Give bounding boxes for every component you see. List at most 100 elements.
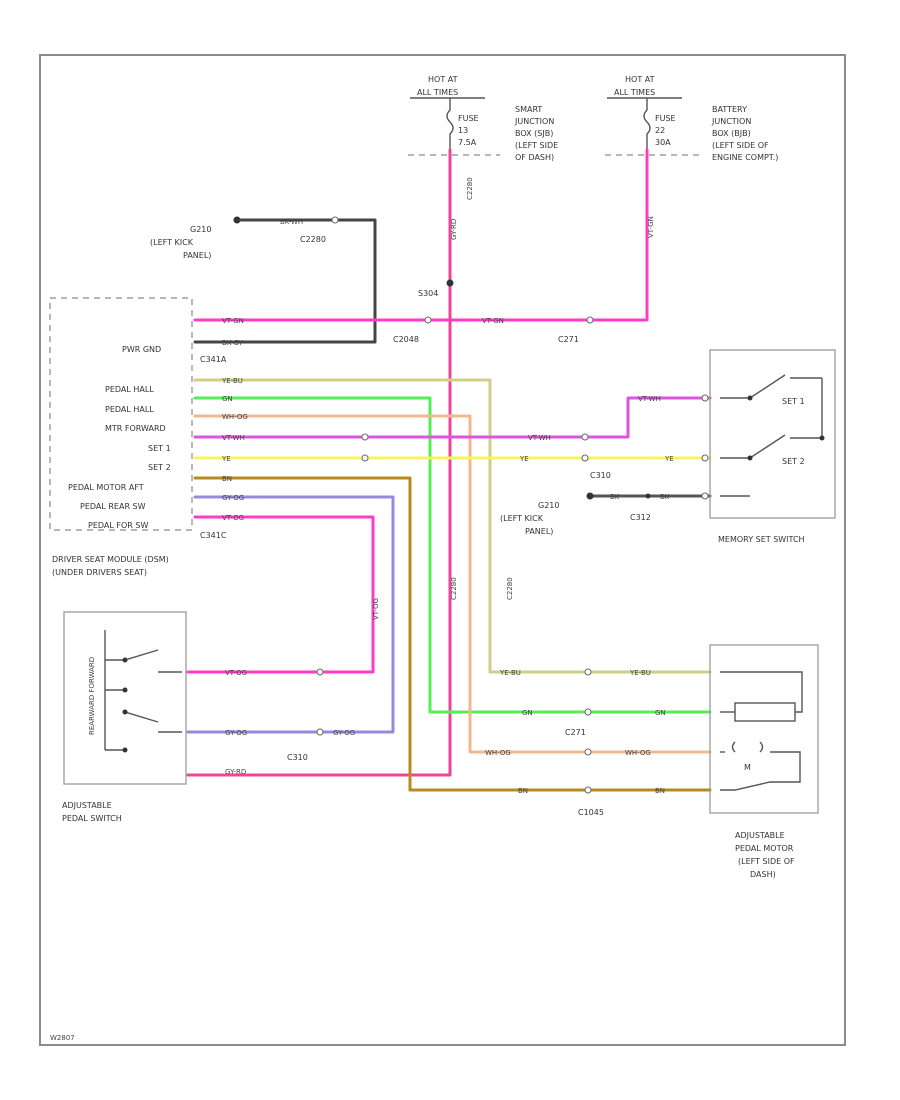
connector-c2280-lower: C2280 (506, 577, 514, 600)
module-pwr-gnd: PWR GND (122, 345, 161, 354)
ground-top-desc-1: (LEFT KICK (150, 238, 194, 247)
fuse-block-sjb: HOT AT ALL TIMES FUSE 13 7.5A SMART JUNC… (408, 75, 558, 162)
fuse-right-desc-2: JUNCTION (711, 117, 751, 126)
wire-label-ye-bu: YE-BU (221, 377, 243, 385)
ground-mid-desc-1: (LEFT KICK (500, 514, 544, 523)
connector-c1045: C1045 (578, 808, 604, 817)
fuse-left-label: FUSE (458, 114, 479, 123)
wire-label-c2280-v: C2280 (466, 177, 474, 200)
wire-label-gy-rd-v: GY-RD (450, 219, 458, 240)
wire-label-vt-wh-mid: VT-WH (528, 434, 551, 442)
module-name-1: DRIVER SEAT MODULE (DSM) (52, 555, 169, 564)
memory-set-switch: SET 1 SET 2 MEMORY SET SWITCH (709, 349, 836, 544)
fuse-right-desc-5: ENGINE COMPT.) (712, 153, 778, 162)
connector-c2048: C2048 (393, 335, 419, 344)
wire-brown (193, 476, 712, 792)
wire-label-wh-og: WH-OG (222, 413, 248, 421)
fuse-left-hot2: ALL TIMES (417, 88, 458, 97)
ground-top-id: G210 (190, 225, 211, 234)
fuse-left-desc-3: BOX (SJB) (515, 129, 553, 138)
wire-label-vt-og-v: VT-OG (372, 598, 380, 620)
pedal-motor-name-4: DASH) (750, 870, 776, 879)
wire-label-gn-low2: GN (655, 709, 666, 717)
wire-label-bn-low: BN (518, 787, 528, 795)
wire-label-vt-gn-v: VT-GN (647, 216, 655, 238)
connector-c341a: C341A (200, 355, 227, 364)
wire-label-ye: YE (221, 455, 231, 463)
wire-label-bk: BK (610, 493, 620, 501)
wire-label-ye-right: YE (664, 455, 674, 463)
connector-c2280-v: C2280 (450, 577, 458, 600)
wire-label-wh-og-low2: WH-OG (625, 749, 651, 757)
wire-gray-red (186, 148, 452, 777)
pedal-switch-name-2: PEDAL SWITCH (62, 814, 122, 823)
fuse-right-hot2: ALL TIMES (614, 88, 655, 97)
fuse-left-desc-5: OF DASH) (515, 153, 554, 162)
adjustable-pedal-motor: M ADJUSTABLE PEDAL MOTOR (LEFT SIDE OF D… (709, 644, 819, 879)
pedal-motor-name-1: ADJUSTABLE (735, 831, 785, 840)
connector-c310-mid: C310 (287, 753, 308, 762)
fuse-left-desc-2: JUNCTION (514, 117, 554, 126)
wire-green (193, 396, 712, 714)
driver-seat-module: PWR GND PEDAL HALL PEDAL HALL MTR FORWAR… (49, 297, 193, 577)
splice-id: S304 (418, 289, 438, 298)
adjustable-pedal-switch: REARWARD FORWARD ADJUSTABLE PEDAL SWITCH (62, 611, 187, 823)
ground-mid-desc-2: PANEL) (525, 527, 553, 536)
fuse-right-label: FUSE (655, 114, 676, 123)
wire-violet (186, 495, 395, 734)
module-set-2: SET 2 (148, 463, 171, 472)
wire-label-gy-og-low2: GY-OG (333, 729, 355, 737)
diagram-code: W2807 (50, 1034, 75, 1042)
fuse-right-desc-4: (LEFT SIDE OF (712, 141, 769, 150)
module-set-1: SET 1 (148, 444, 171, 453)
ground-top-conn: C2280 (300, 235, 326, 244)
fuse-block-bjb: HOT AT ALL TIMES FUSE 22 30A BATTERY JUN… (605, 75, 778, 162)
fuse-left-desc-1: SMART (515, 105, 542, 114)
fuse-left-number: 13 (458, 126, 468, 135)
pedal-motor-name-2: PEDAL MOTOR (735, 844, 794, 853)
wire-violet-white (193, 396, 712, 439)
module-pedal-hall-2: PEDAL HALL (105, 405, 154, 414)
wire-label-vt-og: VT-OG (222, 514, 244, 522)
memory-set-2: SET 2 (782, 457, 805, 466)
module-mtr-forward: MTR FORWARD (105, 424, 166, 433)
module-pedal-motor-aft: PEDAL MOTOR AFT (68, 483, 144, 492)
pedal-motor-sensor (734, 702, 796, 722)
fuse-right-desc-1: BATTERY (712, 105, 747, 114)
fuse-right-amp: 30A (655, 138, 671, 147)
fuse-right-desc-3: BOX (BJB) (712, 129, 751, 138)
wire-label-bn: BN (222, 475, 232, 483)
wire-power-pink (193, 148, 649, 322)
memory-set-1: SET 1 (782, 397, 805, 406)
wire-label-gn: GN (222, 395, 233, 403)
wire-label-wh-og-low: WH-OG (485, 749, 511, 757)
wire-label-ye-bu-low: YE-BU (499, 669, 521, 677)
wire-yellow-blue (193, 378, 712, 674)
wire-label-bk-2: BK (660, 493, 670, 501)
wire-label-gy-og-low: GY-OG (225, 729, 247, 737)
wire-label-bk-wh: BK-WH (280, 218, 303, 226)
connector-c312: C312 (630, 513, 651, 522)
wire-violet-red (186, 515, 375, 674)
connector-c341c: C341C (200, 531, 227, 540)
module-pedal-rear-sw: PEDAL REAR SW (80, 502, 146, 511)
ground-g210-mid: G210 (LEFT KICK PANEL) (500, 501, 559, 536)
ground-mid-id: G210 (538, 501, 559, 510)
fuse-right-number: 22 (655, 126, 665, 135)
wire-label-vt-wh: VT-WH (222, 434, 245, 442)
wire-label-gn-low: GN (522, 709, 533, 717)
pedal-switch-name-1: ADJUSTABLE (62, 801, 112, 810)
pedal-motor-name-3: (LEFT SIDE OF (738, 857, 795, 866)
pedal-switch-vertical: REARWARD FORWARD (88, 657, 96, 735)
wire-ground-dark (193, 218, 377, 344)
splice-s304 (446, 279, 454, 287)
module-pedal-fwd-sw: PEDAL FOR SW (88, 521, 148, 530)
wire-label-vt-wh-right: VT-WH (638, 395, 661, 403)
wire-label-gy-rd-low: GY-RD (225, 768, 246, 776)
ground-g210-top: G210 (LEFT KICK PANEL) C2280 BK-WH (150, 216, 326, 260)
ground-top-desc-2: PANEL) (183, 251, 211, 260)
wire-label-ye-mid: YE (519, 455, 529, 463)
fuse-left-hot: HOT AT (428, 75, 458, 84)
wire-label-ye-bu-low2: YE-BU (629, 669, 651, 677)
